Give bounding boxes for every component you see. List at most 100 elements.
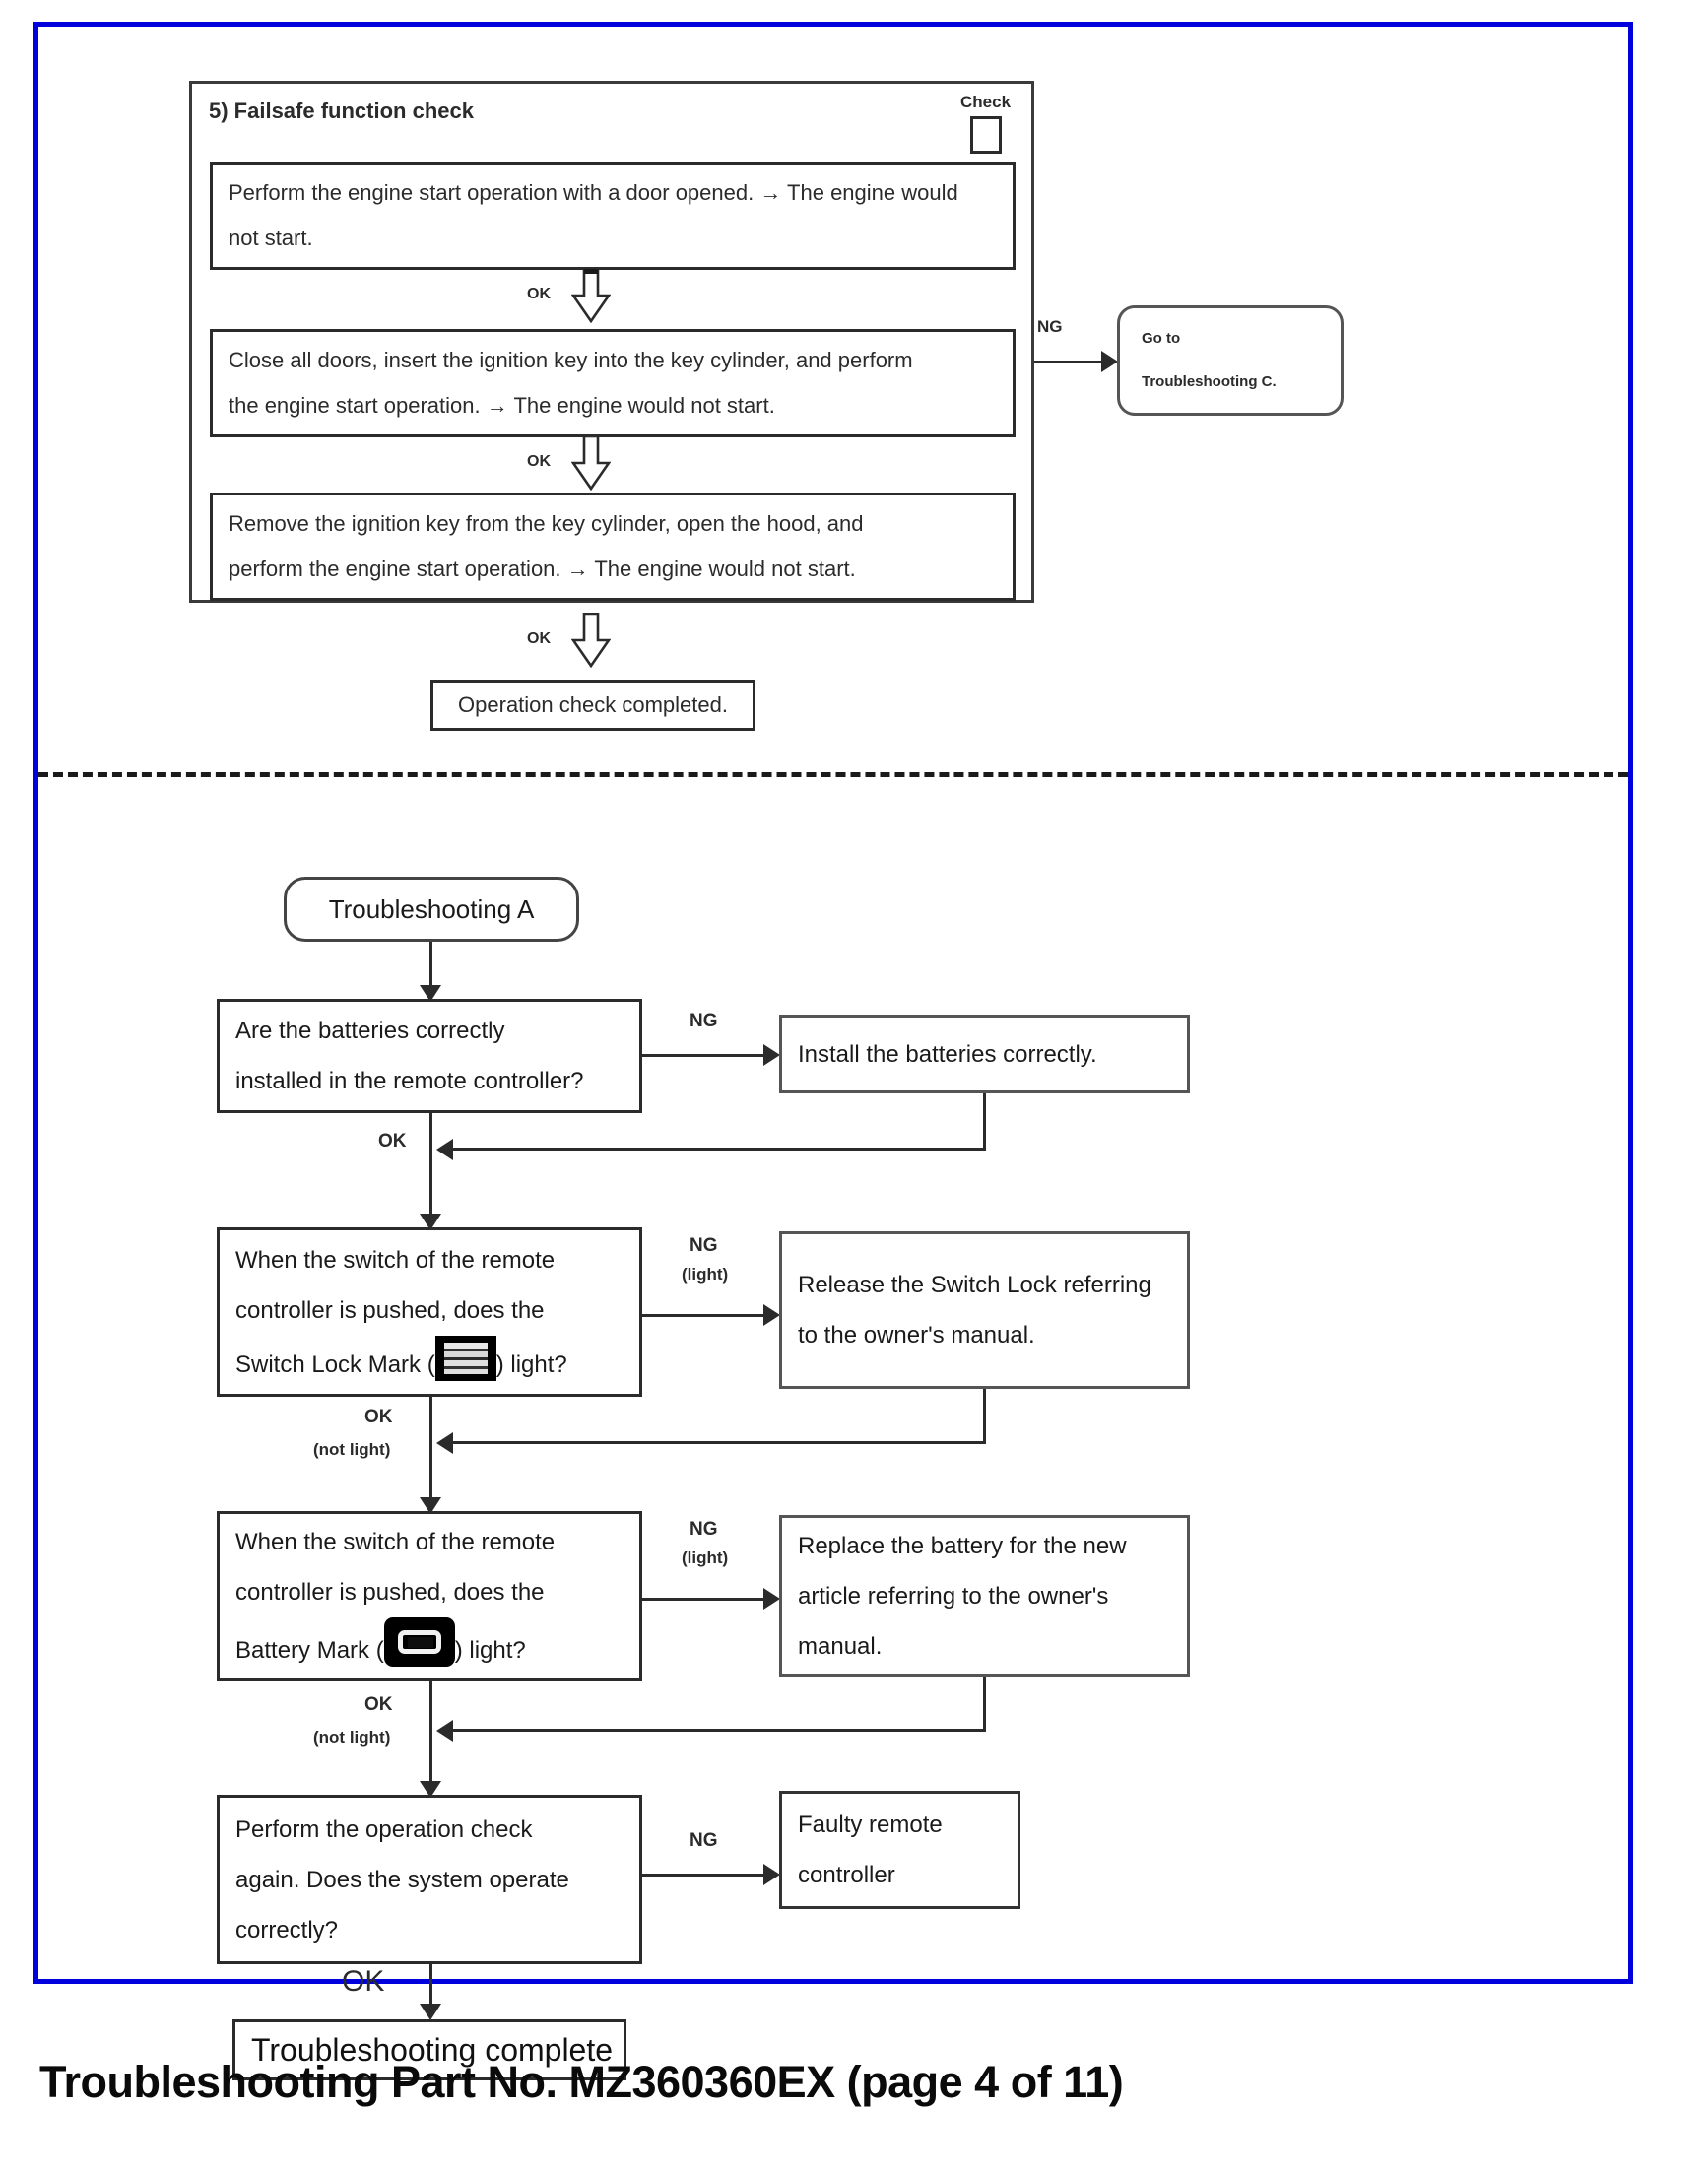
q2-line-1: When the switch of the remote [235, 1246, 556, 1274]
arrowhead-q1-to-q2-icon [420, 1214, 441, 1230]
question-box-operation-check-again: Perform the operation check again. Does … [217, 1795, 642, 1964]
question-box-battery-mark: When the switch of the remote controller… [217, 1511, 642, 1681]
down-block-arrow-1-icon [570, 267, 612, 324]
question-box-switch-lock-mark: When the switch of the remote controller… [217, 1227, 642, 1397]
troubleshooting-a-label: Troubleshooting A [328, 893, 535, 924]
action-box-install-batteries: Install the batteries correctly. [779, 1015, 1190, 1093]
q3-line-3-pre: Battery Mark ( [235, 1636, 384, 1664]
ng-sub-label-q3: (light) [682, 1549, 729, 1567]
battery-mark-icon [383, 1616, 455, 1667]
q2-line-3: Switch Lock Mark ( ) light? [220, 1335, 639, 1390]
ng-connector-q4 [642, 1874, 770, 1877]
a3-line-3: manual. [798, 1632, 883, 1660]
ng-arrowhead-q2-icon [763, 1304, 780, 1326]
ng-arrowhead-top-icon [1101, 351, 1118, 372]
action-box-replace-battery: Replace the battery for the new article … [779, 1515, 1190, 1677]
loop3-arrowhead-icon [436, 1720, 453, 1742]
ok-label-q4: OK [342, 1965, 385, 1998]
question-box-batteries-installed: Are the batteries correctly installed in… [217, 999, 642, 1113]
goto-troubleshooting-c-box: Go to Troubleshooting C. [1117, 305, 1344, 416]
down-block-arrow-3-icon [570, 612, 612, 669]
q3-line-1: When the switch of the remote [235, 1528, 556, 1555]
ng-label-q2: NG [690, 1235, 718, 1256]
goto-line-1: Go to [1142, 330, 1181, 347]
ng-label-q1: NG [690, 1011, 718, 1031]
q2-line-3-post: ) light? [495, 1351, 567, 1378]
arrowhead-q4-to-complete-icon [420, 2004, 441, 2020]
step-2-line-1: Close all doors, insert the ignition key… [229, 348, 913, 372]
ok-label-3: OK [527, 630, 551, 647]
ok-label-1: OK [527, 286, 551, 302]
failsafe-step-3-box: Remove the ignition key from the key cyl… [210, 493, 1016, 601]
check-label: Check [960, 93, 1012, 111]
loop1-arrowhead-icon [436, 1139, 453, 1160]
loop3-vertical [983, 1677, 986, 1732]
a3-line-2: article referring to the owner's [798, 1582, 1109, 1610]
loop2-arrowhead-icon [436, 1432, 453, 1454]
down-block-arrow-2-icon [570, 434, 612, 492]
q4-line-3: correctly? [235, 1916, 339, 1944]
ok-sub-label-q2: (not light) [313, 1440, 391, 1459]
q2-line-3-pre: Switch Lock Mark ( [235, 1351, 435, 1378]
q4-line-2: again. Does the system operate [235, 1866, 569, 1893]
switch-lock-mark-icon [434, 1335, 496, 1381]
arrowhead-q2-to-q3-icon [420, 1497, 441, 1514]
goto-line-2: Troubleshooting C. [1142, 373, 1277, 390]
ng-connector-q2 [642, 1314, 770, 1317]
troubleshooting-a-start-box: Troubleshooting A [284, 877, 579, 942]
page-caption: Troubleshooting Part No. MZ360360EX (pag… [39, 2057, 1124, 2107]
loop3-horizontal [453, 1729, 986, 1732]
q1-line-2: installed in the remote controller? [235, 1068, 584, 1094]
ok-label-q3: OK [364, 1694, 393, 1715]
q3-line-2: controller is pushed, does the [235, 1578, 545, 1606]
ng-connector-q1 [642, 1054, 770, 1057]
ng-sub-label-q2: (light) [682, 1265, 729, 1284]
check-checkbox[interactable] [970, 116, 1002, 154]
connector-q3-to-q4 [429, 1681, 432, 1793]
loop1-horizontal [453, 1148, 986, 1151]
q3-line-3: Battery Mark ( ) light? [220, 1616, 639, 1676]
a2-line-2: to the owner's manual. [798, 1322, 1035, 1349]
failsafe-step-2-box: Close all doors, insert the ignition key… [210, 329, 1016, 437]
ng-label-q3: NG [690, 1519, 718, 1540]
step-1-line-2: not start. [229, 226, 313, 250]
ng-label-top: NG [1037, 317, 1063, 336]
ng-arrowhead-q4-icon [763, 1864, 780, 1885]
connector-start-to-q1 [429, 942, 432, 995]
q3-line-3-post: ) light? [454, 1636, 526, 1664]
ok-label-q2: OK [364, 1407, 393, 1427]
ng-arrowhead-q1-icon [763, 1044, 780, 1066]
step-3-line-2: perform the engine start operation. → Th… [229, 557, 856, 581]
ng-label-q4: NG [690, 1830, 718, 1851]
section-divider [38, 772, 1628, 777]
q1-line-1: Are the batteries correctly [235, 1018, 505, 1044]
action-box-faulty-remote-controller: Faulty remote controller [779, 1791, 1020, 1909]
arrowhead-q3-to-q4-icon [420, 1781, 441, 1798]
ng-arrowhead-q3-icon [763, 1588, 780, 1610]
section-title: 5) Failsafe function check [209, 99, 474, 123]
loop2-vertical [983, 1389, 986, 1444]
a4-line-2: controller [798, 1862, 895, 1888]
a4-line-1: Faulty remote [798, 1812, 943, 1838]
ok-label-q1: OK [378, 1131, 407, 1152]
page-border [33, 22, 1633, 1984]
ok-sub-label-q3: (not light) [313, 1728, 391, 1747]
loop2-horizontal [453, 1441, 986, 1444]
a3-line-1: Replace the battery for the new [798, 1532, 1127, 1559]
action-box-release-switch-lock: Release the Switch Lock referring to the… [779, 1231, 1190, 1389]
step-3-line-1: Remove the ignition key from the key cyl… [229, 511, 864, 536]
troubleshooting-complete-box: Troubleshooting complete [232, 2019, 626, 2080]
connector-q4-to-complete [429, 1964, 432, 2015]
step-2-line-2: the engine start operation. → The engine… [229, 393, 775, 418]
arrowhead-start-to-q1-icon [420, 985, 441, 1002]
a1-line-1: Install the batteries correctly. [798, 1040, 1097, 1068]
troubleshooting-complete-label: Troubleshooting complete [251, 2031, 614, 2068]
connector-q1-to-q2 [429, 1113, 432, 1225]
step-1-line-1: Perform the engine start operation with … [229, 180, 958, 205]
ng-connector-q3 [642, 1598, 770, 1601]
q4-line-1: Perform the operation check [235, 1815, 533, 1843]
operation-check-completed-label: Operation check completed. [458, 692, 728, 717]
connector-q2-to-q3 [429, 1397, 432, 1509]
ok-label-2: OK [527, 453, 551, 470]
